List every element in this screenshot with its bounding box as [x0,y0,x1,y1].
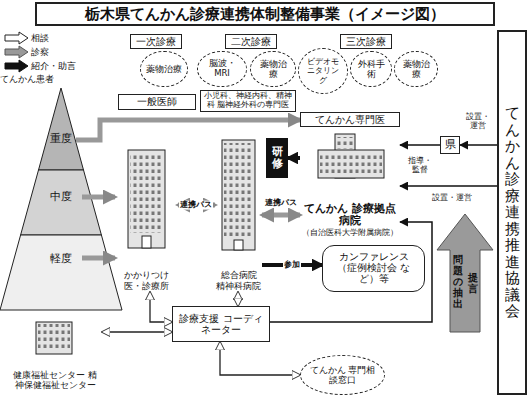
legend-text: 紹介・助言 [31,60,76,72]
connector [262,213,300,218]
connector-label: 指導・監督 [406,157,434,175]
referral-arrow-sample [5,60,28,72]
exam-arrow-sample [5,46,28,58]
legend-samples [5,32,28,72]
severity-layer: 軽度 [40,252,82,267]
node-text: てんかん 専門相談窓口 [306,365,379,386]
doctor-box: 一般医師 [118,94,196,110]
health-center-node: 健康福祉センター 精神保健福祉センター [8,318,102,392]
node-text: 総合病院 精神科病院 [216,270,261,291]
connector-label: 設置・運営 [464,113,492,131]
clinic-building [128,150,165,248]
connector [288,156,300,160]
node-text: てんかん患者 [0,74,54,84]
node-text: 脳波・MRI [203,59,241,79]
node-text: 軽度 [50,253,72,266]
proposal-label: 提言 [468,272,478,294]
treatment-ellipse: 薬物治療 [140,51,188,87]
node-text: てんかん専門医 [315,114,385,126]
base-hospital-node: てんかん 診療拠点病院（自治医科大学附属病院） [300,132,400,238]
severity-layer: 中度 [40,190,82,205]
connector [460,144,497,146]
proposal-label: 問題の抽出 [453,254,463,309]
connector [150,292,172,322]
legend-text: 相談 [31,32,49,44]
node-text: 研修 [272,146,283,170]
subtitle-text: （自治医科大学附属病院） [302,228,398,237]
node-text: てんかん診療連携推進協議会 [505,105,520,320]
tier-tab: 一次診療 [130,34,182,49]
node-text: 小児科、神経内科、精神科 脳神経外科の専門医 [203,92,293,109]
connector-label: 連携パス [179,201,213,210]
doctor-box: てんかん専門医 [300,112,400,127]
node-text: 重度 [50,133,72,146]
connector [102,331,172,332]
connector [237,292,238,306]
node-text: 診療支援 コーディネーター [175,313,267,336]
connector-label: 設置・運営 [431,194,473,203]
connector [82,256,115,261]
node-text: 中度 [50,191,72,204]
connector [220,342,300,375]
training-box: 研修 [266,138,288,178]
node-text: 薬物治療 [400,59,432,80]
connector [270,222,432,322]
treatment-ellipse: 薬物治療 [394,51,438,87]
doctor-box: 小児科、神経内科、精神科 脳神経外科の専門医 [200,90,296,112]
council-box: てんかん診療連携推進協議会 [497,30,527,395]
connector [400,144,440,146]
consult-window-ellipse: てんかん 専門相談窓口 [300,355,385,395]
base-hospital-building [318,134,384,178]
connector-label: 参加 [283,261,301,270]
clinic-node: かかりつけ医・診療所 [115,135,178,292]
connector [76,120,300,140]
treatment-ellipse: 外科手術 [350,51,392,87]
treatment-ellipse: ビデオモニタリング [298,48,348,94]
connector [400,185,497,187]
diagram-title: 栃木県てんかん診療連携体制整備事業（イメージ図） [35,2,495,26]
node-text: かかりつけ医・診療所 [116,270,177,291]
node-text: ビデオモニタリング [304,57,342,85]
pyramid-bottom [0,235,122,310]
node-text: 一次診療 [136,36,176,48]
node-text: 薬物治療 [256,59,290,80]
tier-tab: 二次診療 [225,34,277,49]
node-text: 三次診療 [346,36,386,48]
proposal-arrow [437,214,493,332]
node-text: 外科手術 [356,59,386,80]
conference-box: カンファレンス （症例検討会 など）等 [322,245,425,292]
consult-arrow-sample [5,32,28,44]
health-center-building [36,322,72,354]
legend-text: 診察 [31,46,49,58]
connector [82,195,115,200]
severity-layer: 重度 [46,132,76,147]
pyramid-top [39,88,84,170]
node-text: 薬物治療 [146,64,182,74]
treatment-ellipse: 脳波・MRI [197,51,247,87]
node-text: 健康福祉センター 精神保健福祉センター [9,371,101,391]
prefecture-box: 県 [440,136,460,154]
hospital-building [222,140,255,250]
pyramid-middle [21,170,102,235]
node-text: てんかん 診療拠点病院 [301,203,399,228]
connector-label: 連携パス [264,199,298,208]
tier-tab: 三次診療 [340,34,392,49]
title-text: 栃木県てんかん診療連携体制整備事業（イメージ図） [85,5,445,24]
node-text: 一般医師 [137,96,177,108]
treatment-ellipse: 薬物治療 [250,51,296,87]
node-text: 県 [445,139,456,152]
hospital-node: 総合病院 精神科病院 [215,135,262,292]
node-text: カンファレンス （症例検討会 など）等 [327,252,420,285]
patient-pyramid: てんかん患者重度中度軽度 [0,74,122,312]
coordinator-box: 診療支援 コーディネーター [172,306,270,342]
node-text: 二次診療 [231,36,271,48]
